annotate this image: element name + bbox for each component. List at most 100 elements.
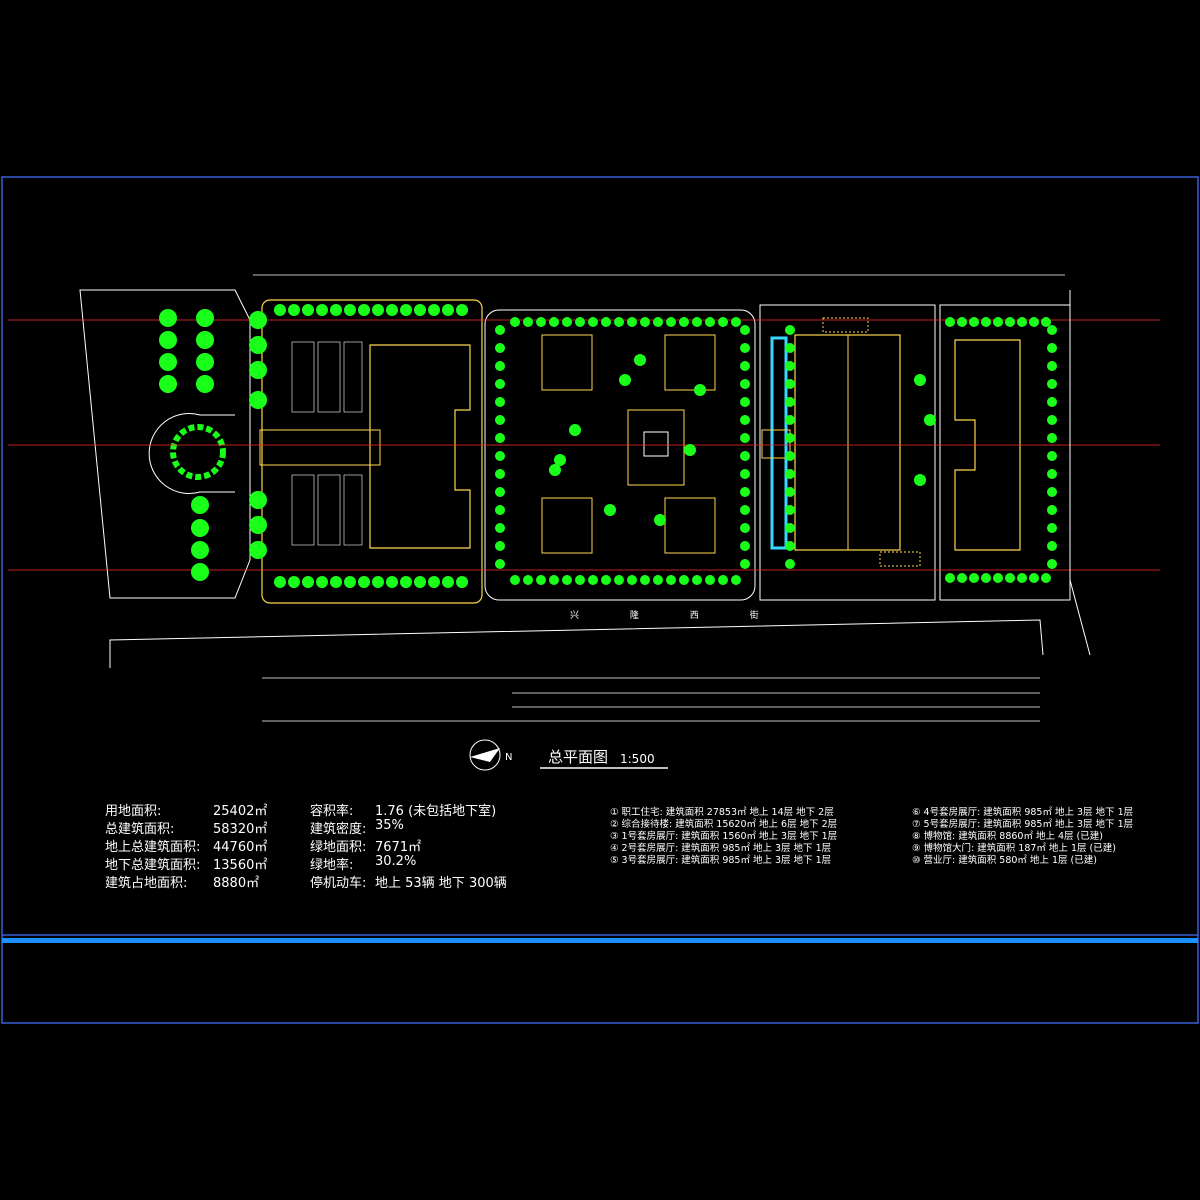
tree <box>495 523 505 533</box>
tree <box>1047 433 1057 443</box>
tree <box>993 573 1003 583</box>
tree <box>414 576 426 588</box>
tree <box>495 397 505 407</box>
tree <box>785 541 795 551</box>
tree <box>785 343 795 353</box>
tree <box>249 491 267 509</box>
stats_mid-value-4: 地上 53辆 地下 300辆 <box>375 876 507 891</box>
tree <box>1017 573 1027 583</box>
tree <box>414 304 426 316</box>
tree <box>575 317 585 327</box>
tree <box>386 576 398 588</box>
tree <box>1017 317 1027 327</box>
tree <box>274 304 286 316</box>
tree <box>288 304 300 316</box>
tree <box>1047 343 1057 353</box>
tree <box>785 397 795 407</box>
tree <box>495 415 505 425</box>
tree <box>562 317 572 327</box>
buildings_right-item-4: ⑩ 营业厅: 建筑面积 580㎡ 地上 1层 (已建) <box>912 855 1097 866</box>
tree <box>495 559 505 569</box>
tree <box>1047 487 1057 497</box>
tree <box>316 304 328 316</box>
tree <box>740 487 750 497</box>
tree <box>785 325 795 335</box>
tree <box>400 576 412 588</box>
tree <box>191 541 209 559</box>
tree <box>575 575 585 585</box>
stats_left-value-1: 58320㎡ <box>213 822 268 837</box>
tree <box>945 573 955 583</box>
tree <box>1047 325 1057 335</box>
tree <box>1047 379 1057 389</box>
tree <box>400 304 412 316</box>
tree <box>692 317 702 327</box>
tree <box>442 576 454 588</box>
tree <box>718 317 728 327</box>
buildings_left-item-3: ④ 2号套房展厅: 建筑面积 985㎡ 地上 3层 地下 1层 <box>610 843 832 854</box>
tree <box>924 414 936 426</box>
tree <box>159 375 177 393</box>
tree <box>523 317 533 327</box>
trees <box>159 304 1057 588</box>
tree <box>249 311 267 329</box>
tree <box>549 317 559 327</box>
tree <box>1047 559 1057 569</box>
tree <box>785 415 795 425</box>
road-label: 兴 隆 西 街 <box>570 611 783 621</box>
buildings_left-item-4: ⑤ 3号套房展厅: 建筑面积 985㎡ 地上 3层 地下 1层 <box>610 855 832 866</box>
tree <box>785 505 795 515</box>
tree <box>456 576 468 588</box>
left-plot-outline <box>79 289 251 599</box>
tree <box>159 331 177 349</box>
stats_left-label-0: 用地面积: <box>105 804 162 819</box>
tree <box>1047 469 1057 479</box>
tree <box>1047 397 1057 407</box>
buildings_right-item-0: ⑥ 4号套房展厅: 建筑面积 985㎡ 地上 3层 地下 1层 <box>912 807 1134 818</box>
tree <box>510 575 520 585</box>
tree <box>785 451 795 461</box>
tree <box>191 496 209 514</box>
tree <box>554 454 566 466</box>
tree <box>653 317 663 327</box>
tree <box>372 576 384 588</box>
tree <box>694 384 706 396</box>
stats_left-value-4: 8880㎡ <box>213 876 260 891</box>
tree <box>302 576 314 588</box>
stats_mid-value-2: 7671㎡ <box>375 840 422 855</box>
tree <box>495 505 505 515</box>
stats_left-value-0: 25402㎡ <box>213 804 268 819</box>
tree <box>740 415 750 425</box>
tree <box>196 331 214 349</box>
tree <box>1047 541 1057 551</box>
stats_mid-label-4: 停机动车: <box>310 876 367 891</box>
tree <box>495 541 505 551</box>
tree <box>562 575 572 585</box>
tree <box>969 317 979 327</box>
tree <box>731 317 741 327</box>
stair-north <box>822 317 869 333</box>
tree <box>495 343 505 353</box>
tree <box>456 304 468 316</box>
stats_mid-label-3: 绿地率: <box>310 858 354 873</box>
tree <box>914 474 926 486</box>
tree <box>249 541 267 559</box>
tree <box>536 317 546 327</box>
tree <box>569 424 581 436</box>
tree <box>159 309 177 327</box>
stats_mid-label-0: 容积率: <box>310 804 354 819</box>
tree <box>785 433 795 443</box>
tree <box>330 576 342 588</box>
tree <box>740 505 750 515</box>
tree <box>344 304 356 316</box>
tree <box>1029 317 1039 327</box>
north-label: N <box>505 752 512 763</box>
tree <box>785 379 795 389</box>
tree <box>1029 573 1039 583</box>
axis-lines <box>8 319 1160 571</box>
tree <box>654 514 666 526</box>
tree <box>386 304 398 316</box>
site-boundary-mid <box>484 309 756 601</box>
tree <box>372 304 384 316</box>
tree <box>740 541 750 551</box>
